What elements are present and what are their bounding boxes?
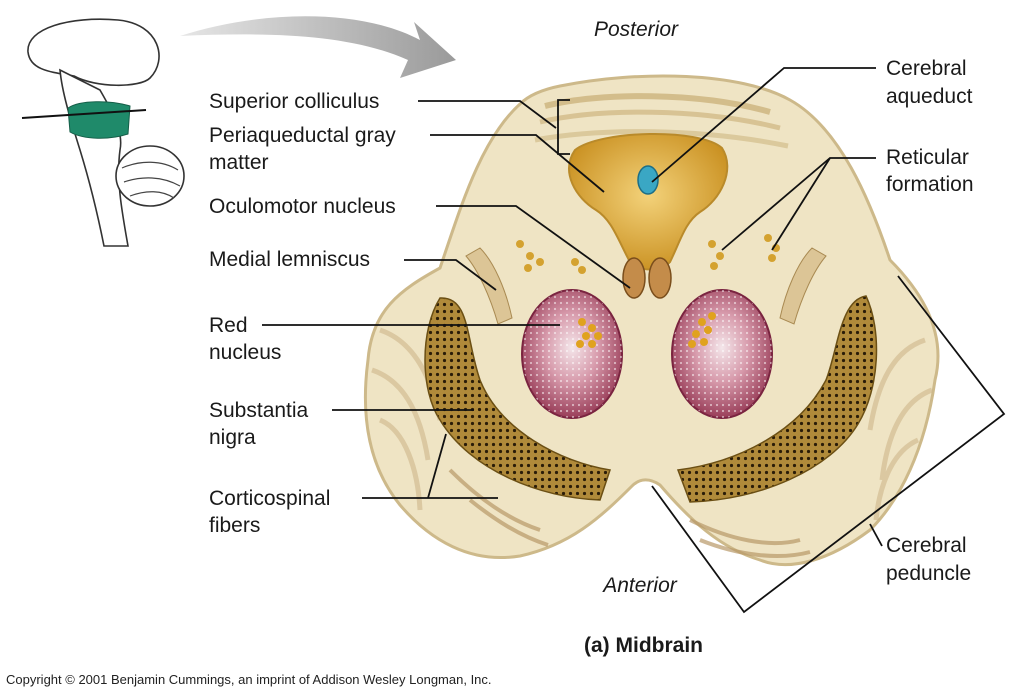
leader-corticospinal-b bbox=[427, 433, 447, 499]
cerebral-aqueduct bbox=[637, 165, 659, 195]
cerebellum-icon bbox=[115, 145, 185, 207]
leader-superior-colliculus bbox=[418, 100, 557, 129]
label-oculomotor-nucleus: Oculomotor nucleus bbox=[209, 195, 396, 218]
reticular-dots bbox=[516, 234, 780, 274]
figure-caption: (a) Midbrain bbox=[584, 634, 703, 657]
leader-cerebral-aqueduct bbox=[651, 67, 876, 183]
superior-colliculus-bracket bbox=[557, 99, 570, 155]
label-aqueduct-1: Cerebral bbox=[886, 57, 967, 80]
peduncle-bracket bbox=[651, 275, 1006, 614]
posterior-label: Posterior bbox=[594, 18, 679, 41]
copyright-notice: Copyright © 2001 Benjamin Cummings, an i… bbox=[6, 672, 492, 687]
label-substantia-1: Substantia bbox=[209, 399, 309, 422]
label-medial-lemniscus: Medial lemniscus bbox=[209, 248, 370, 271]
label-substantia-2: nigra bbox=[209, 426, 256, 449]
medial-lemniscus-right bbox=[779, 247, 827, 325]
label-corticospinal-2: fibers bbox=[209, 514, 260, 537]
label-periaqueductal-2: matter bbox=[209, 151, 269, 174]
midbrain-section bbox=[363, 74, 940, 567]
label-corticospinal-1: Corticospinal bbox=[209, 487, 330, 510]
label-peduncle-1: Cerebral bbox=[886, 534, 967, 557]
midbrain-highlight bbox=[67, 101, 131, 139]
label-red-1: Red bbox=[209, 314, 248, 337]
substantia-nigra-left bbox=[424, 297, 611, 501]
label-periaqueductal-1: Periaqueductal gray bbox=[209, 124, 396, 147]
substantia-nigra-right bbox=[676, 295, 878, 503]
leader-periaqueductal bbox=[430, 134, 605, 193]
label-reticular-2: formation bbox=[886, 173, 974, 196]
brain-inset bbox=[21, 18, 185, 247]
medial-lemniscus-left bbox=[465, 247, 513, 325]
label-peduncle-2: peduncle bbox=[886, 562, 971, 585]
leader-reticular-b bbox=[771, 157, 831, 251]
leader-medial-lemniscus bbox=[404, 259, 497, 291]
section-plane-line bbox=[21, 109, 147, 119]
label-reticular-1: Reticular bbox=[886, 146, 969, 169]
anterior-label: Anterior bbox=[601, 574, 678, 597]
label-aqueduct-2: aqueduct bbox=[886, 85, 973, 108]
leader-cerebral-peduncle bbox=[869, 523, 883, 547]
oculomotor-nucleus-right bbox=[648, 257, 672, 299]
oculomotor-nucleus-left bbox=[622, 257, 646, 299]
orientation-arrow bbox=[180, 16, 456, 78]
label-red-2: nucleus bbox=[209, 341, 281, 364]
label-superior-colliculus: Superior colliculus bbox=[209, 90, 379, 113]
leader-oculomotor bbox=[436, 205, 631, 289]
